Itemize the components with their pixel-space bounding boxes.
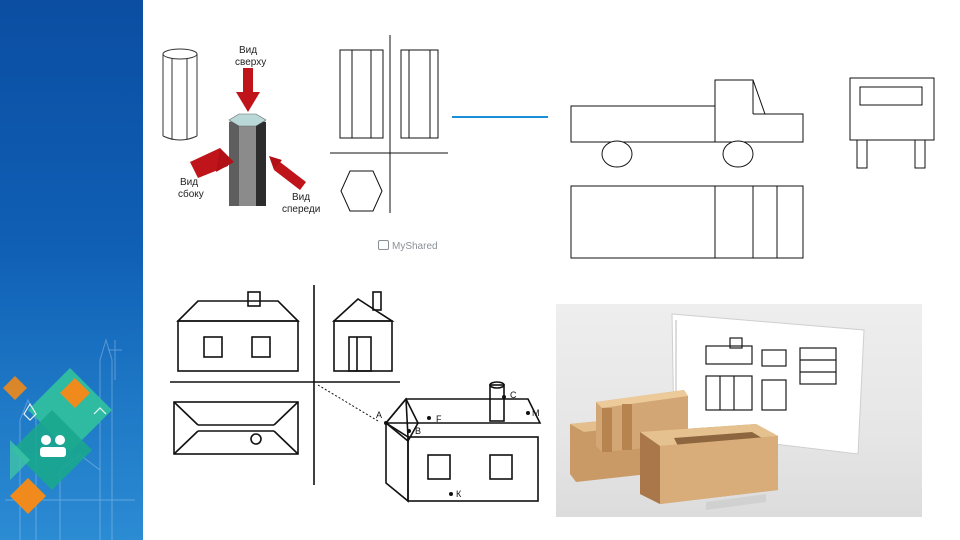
side-arrow [190,148,228,178]
side-view-label: Вид [180,177,198,188]
watermark-text: MyShared [392,241,438,252]
point-f-label: F [436,414,442,424]
top-arrow [243,68,253,94]
prism-view-diagram: Вид сверху Вид сбоку Вид спереди [150,40,330,230]
truck-views-diagram [565,70,945,270]
front-view-label: Вид [292,192,310,203]
watermark-icon [378,240,389,250]
house-views-diagram: А В F С М К [168,285,548,510]
accent-line [452,116,548,118]
point-b-label: В [415,426,421,436]
front-view-label-2: спереди [282,204,320,215]
point-a-label: А [376,410,382,420]
prism-orthographic-views [330,35,450,215]
wooden-blocks-photo [556,304,922,517]
sidebar-decoration [0,0,143,540]
point-k-label: К [456,489,462,499]
top-view-label-2: сверху [235,57,266,68]
watermark: MyShared [378,240,438,252]
point-m-label: М [532,408,540,418]
front-arrow [274,162,306,190]
point-c-label: С [510,390,517,400]
side-view-label-2: сбоку [178,188,204,200]
top-view-label: Вид [239,45,257,56]
